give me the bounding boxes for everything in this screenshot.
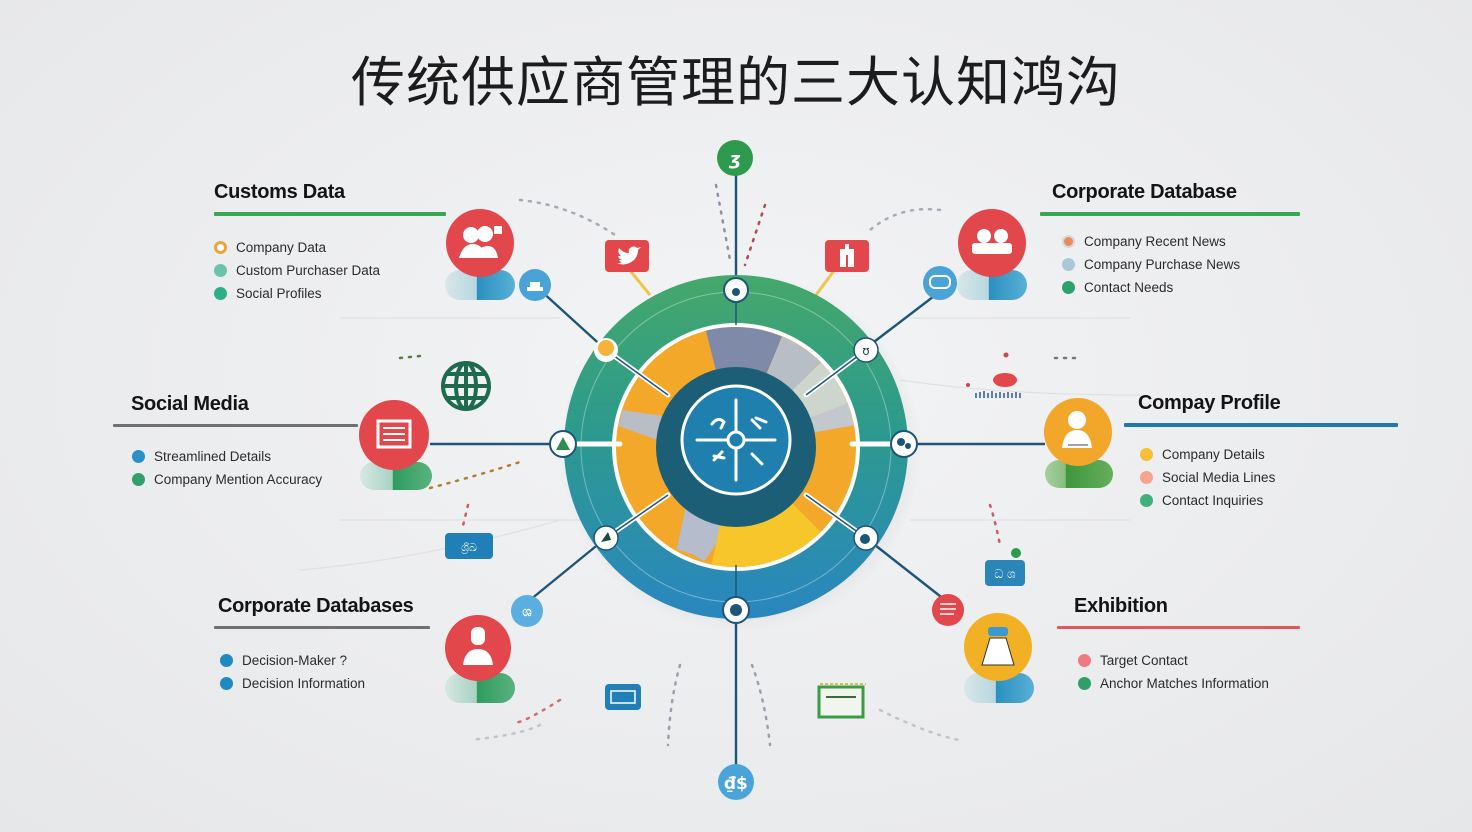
- list-item: Company Mention Accuracy: [132, 468, 358, 491]
- bullet-dot: [132, 473, 145, 486]
- list-item: Contact Needs: [1062, 276, 1300, 299]
- divider: [1057, 626, 1300, 629]
- app-icon: ʒ: [717, 140, 753, 176]
- panel-title: Social Media: [131, 393, 249, 415]
- bullet-dot: [1078, 677, 1091, 690]
- node-bottom-left: [593, 525, 619, 551]
- list-item: Social Media Lines: [1140, 466, 1398, 489]
- divider: [1040, 212, 1300, 216]
- panel-company-profile: Compay Profile Company Details Social Me…: [1124, 392, 1398, 512]
- divider: [1124, 423, 1398, 427]
- segment-ring: [616, 327, 856, 567]
- list-item: Social Profiles: [214, 282, 446, 305]
- panel-corporate-databases: Corporate Databases Decision-Maker ? Dec…: [214, 595, 430, 695]
- divider: [214, 626, 430, 629]
- globe-icon: [441, 361, 491, 411]
- panel-customs-data: Customs Data Company Data Custom Purchas…: [214, 181, 446, 305]
- form-bubble-icon: [932, 594, 964, 626]
- bullet-dot: [1078, 654, 1091, 667]
- bullet-dot: [214, 264, 227, 277]
- svg-text:ʒ: ʒ: [728, 149, 741, 170]
- panel-title: Corporate Databases: [218, 595, 414, 617]
- panel-title: Customs Data: [214, 181, 345, 203]
- node-left: [549, 430, 577, 458]
- list-item: Company Data: [214, 236, 446, 259]
- panel-title: Corporate Database: [1052, 181, 1237, 203]
- user-icon: [1044, 398, 1113, 488]
- group-icon: [957, 209, 1027, 300]
- message-bubble-icon: [923, 266, 957, 300]
- screen-tile-icon: [817, 683, 866, 719]
- currency-icon: ₫$: [718, 764, 754, 800]
- panel-title: Compay Profile: [1138, 392, 1281, 414]
- bullet-dot: [1140, 448, 1153, 461]
- list-item: Target Contact: [1078, 649, 1300, 672]
- chat-bubble-icon: [519, 269, 551, 301]
- newspaper-icon: [359, 400, 432, 490]
- list-item: Contact Inquiries: [1140, 489, 1398, 512]
- chart-sparkle-icon: [966, 352, 1021, 398]
- bullet-dot: [220, 677, 233, 690]
- bullet-dot: [132, 450, 145, 463]
- list-item: Company Recent News: [1062, 230, 1300, 253]
- svg-text:ශ: ශ: [522, 605, 532, 620]
- translate-tile-icon: ධ ශ: [985, 548, 1025, 586]
- twitter-icon: [605, 240, 649, 272]
- guide-lines: [299, 317, 1141, 571]
- code-tile-icon: ශ්‍රීඛ: [445, 533, 493, 559]
- compass-icon: [695, 398, 777, 482]
- node-right: [890, 430, 918, 458]
- person-icon: [445, 615, 515, 703]
- node-top-right: ʊ: [853, 337, 879, 363]
- node-top-left: [594, 338, 618, 362]
- team-icon: [445, 209, 515, 300]
- building-icon: [825, 240, 869, 272]
- list-item: Streamlined Details: [132, 445, 358, 468]
- list-item: Company Details: [1140, 443, 1398, 466]
- panel-exhibition: Exhibition Target Contact Anchor Matches…: [1057, 595, 1300, 695]
- bullet-dot: [1140, 494, 1153, 507]
- node-top: [723, 277, 749, 303]
- panel-title: Exhibition: [1074, 595, 1168, 617]
- list-item: Anchor Matches Information: [1078, 672, 1300, 695]
- svg-text:ශ්‍රීඛ: ශ්‍රීඛ: [461, 541, 477, 554]
- bullet-dot: [1140, 471, 1153, 484]
- bullet-dot: [1062, 258, 1075, 271]
- list-item: Company Purchase News: [1062, 253, 1300, 276]
- divider: [214, 212, 446, 216]
- panel-social-media: Social Media Streamlined Details Company…: [113, 393, 358, 491]
- dotted-trails: [398, 183, 1077, 747]
- bullet-dot: [1062, 235, 1075, 248]
- divider: [113, 424, 358, 427]
- list-item: Custom Purchaser Data: [214, 259, 446, 282]
- svg-text:ʊ: ʊ: [862, 344, 869, 358]
- list-item: Decision Information: [220, 672, 430, 695]
- node-bottom: [722, 596, 750, 624]
- svg-text:ධ ශ: ධ ශ: [994, 567, 1016, 581]
- node-bottom-right: [853, 525, 879, 551]
- list-item: Decision-Maker ?: [220, 649, 430, 672]
- page-title: 传统供应商管理的三大认知鸿沟: [351, 51, 1121, 114]
- svg-text:₫$: ₫$: [724, 774, 748, 794]
- bullet-dot: [214, 241, 227, 254]
- bullet-dot: [214, 287, 227, 300]
- bullet-dot: [220, 654, 233, 667]
- ring-nodes: ʊ: [549, 277, 918, 624]
- bullet-dot: [1062, 281, 1075, 294]
- panel-corporate-database: Corporate Database Company Recent News C…: [1040, 181, 1300, 299]
- link-bubble-icon: ශ: [511, 595, 543, 627]
- chat-tile-icon: [605, 684, 641, 710]
- attendee-icon: [964, 613, 1034, 703]
